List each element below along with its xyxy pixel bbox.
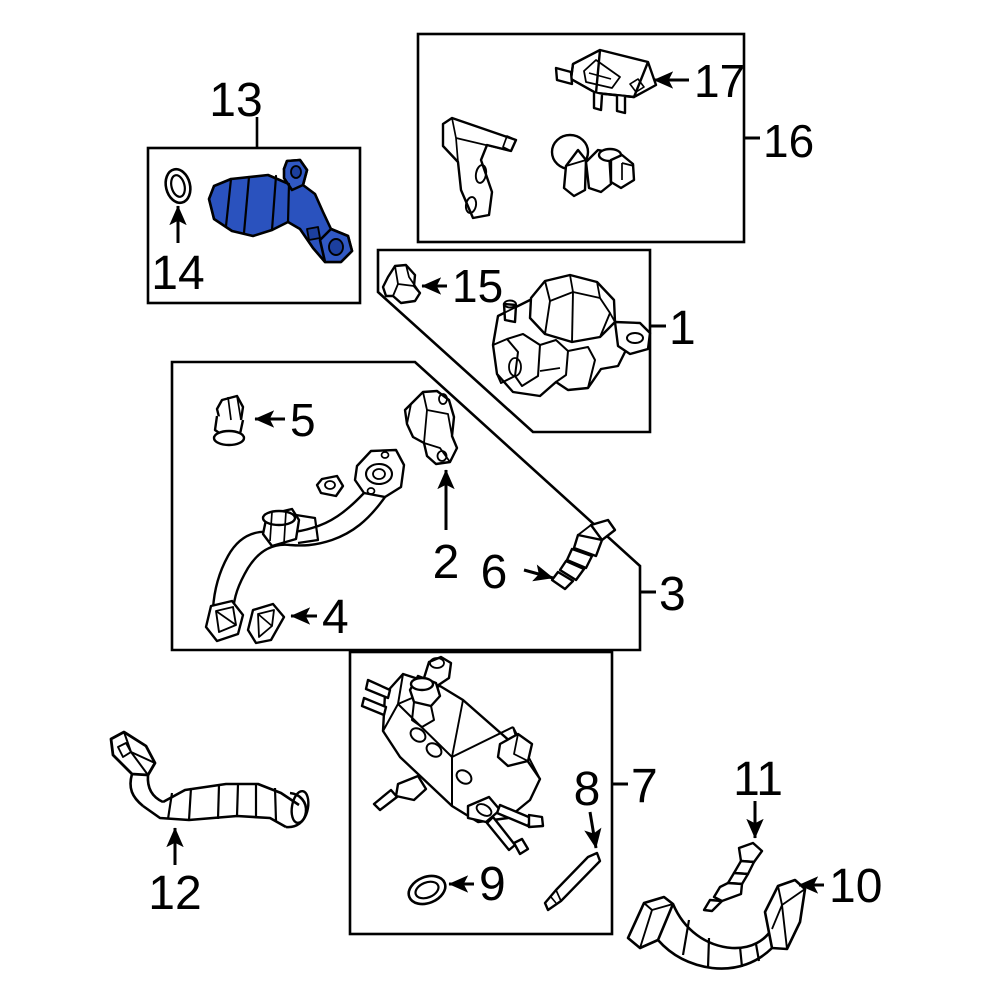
part-8-cooler-gasket[interactable]: [543, 851, 602, 912]
part-17-vacuum-solenoid-valve[interactable]: [554, 48, 658, 115]
callout-9[interactable]: 9: [448, 858, 506, 911]
callout-10[interactable]: 10: [798, 860, 882, 913]
callout-15[interactable]: 15: [421, 260, 503, 312]
callout-3[interactable]: 3: [640, 568, 686, 621]
part-9-cooler-seal-oring[interactable]: [405, 871, 450, 909]
callout-17[interactable]: 17: [653, 55, 745, 107]
callout-3-label: 3: [659, 568, 686, 621]
callout-16-label: 16: [763, 115, 814, 167]
callout-9-label: 9: [479, 858, 506, 911]
part-15-sensor-connector[interactable]: [381, 263, 422, 305]
part-14-oring-seal[interactable]: [162, 167, 194, 206]
callout-8[interactable]: 8: [574, 763, 602, 849]
group-3-tube-assembly[interactable]: 5: [170, 360, 686, 652]
callout-4[interactable]: 4: [290, 591, 349, 644]
callout-2[interactable]: 2: [433, 469, 460, 589]
part-3-egr-tube-assembly[interactable]: [204, 448, 406, 643]
callout-8-label: 8: [574, 763, 601, 816]
part-7-egr-cooler-assembly[interactable]: [360, 655, 545, 856]
callout-15-label: 15: [452, 260, 503, 312]
callout-1-label: 1: [669, 302, 696, 355]
part-1-egr-valve-assembly[interactable]: [491, 273, 652, 398]
part-16-connector-fittings[interactable]: [550, 133, 636, 198]
group-1-egr-valve[interactable]: 15: [376, 248, 696, 434]
part-4-tube-gasket[interactable]: [246, 602, 286, 645]
callout-12[interactable]: 12: [148, 827, 202, 920]
part-2-valve-gasket-bracket[interactable]: [403, 389, 459, 466]
group-13-inlet-tube[interactable]: 13 14: [146, 74, 362, 305]
callout-4-label: 4: [322, 591, 349, 644]
callout-5[interactable]: 5: [254, 394, 316, 446]
callout-1[interactable]: 1: [650, 302, 696, 355]
callout-11[interactable]: 11: [733, 753, 783, 839]
callout-12-label: 12: [148, 867, 201, 920]
group-3-box[interactable]: [170, 360, 642, 652]
part-13-egr-inlet-tube[interactable]: [207, 158, 354, 264]
callout-14-label: 14: [151, 247, 204, 300]
callout-13[interactable]: 13: [209, 74, 263, 148]
callout-6-arrow: [523, 564, 554, 582]
callout-5-label: 5: [290, 394, 316, 446]
callout-7-label: 7: [631, 760, 658, 813]
callout-6-label: 6: [481, 546, 508, 599]
part-16-mounting-bracket[interactable]: [441, 116, 518, 220]
part-12-coolant-hose[interactable]: [109, 730, 311, 829]
callout-2-label: 2: [433, 536, 460, 589]
group-16-hardware-kit[interactable]: 17 16: [416, 32, 814, 244]
callout-6[interactable]: 6: [481, 546, 554, 599]
part-5-temperature-sensor[interactable]: [212, 394, 246, 447]
part-6-exhaust-pressure-sensor[interactable]: [550, 518, 617, 591]
callout-11-label: 11: [733, 753, 783, 806]
callout-10-label: 10: [829, 860, 882, 913]
group-7-egr-cooler[interactable]: 9 8 7: [348, 650, 658, 936]
callout-7[interactable]: 7: [612, 760, 658, 813]
callout-13-label: 13: [209, 74, 262, 127]
part-11-egr-pipe-bracket[interactable]: [702, 841, 764, 913]
part-10-egr-crossover-pipe[interactable]: [626, 878, 807, 970]
callout-16[interactable]: 16: [744, 115, 814, 167]
callout-8-arrow: [584, 811, 602, 849]
callout-17-label: 17: [694, 55, 745, 107]
callout-14[interactable]: 14: [151, 205, 205, 300]
